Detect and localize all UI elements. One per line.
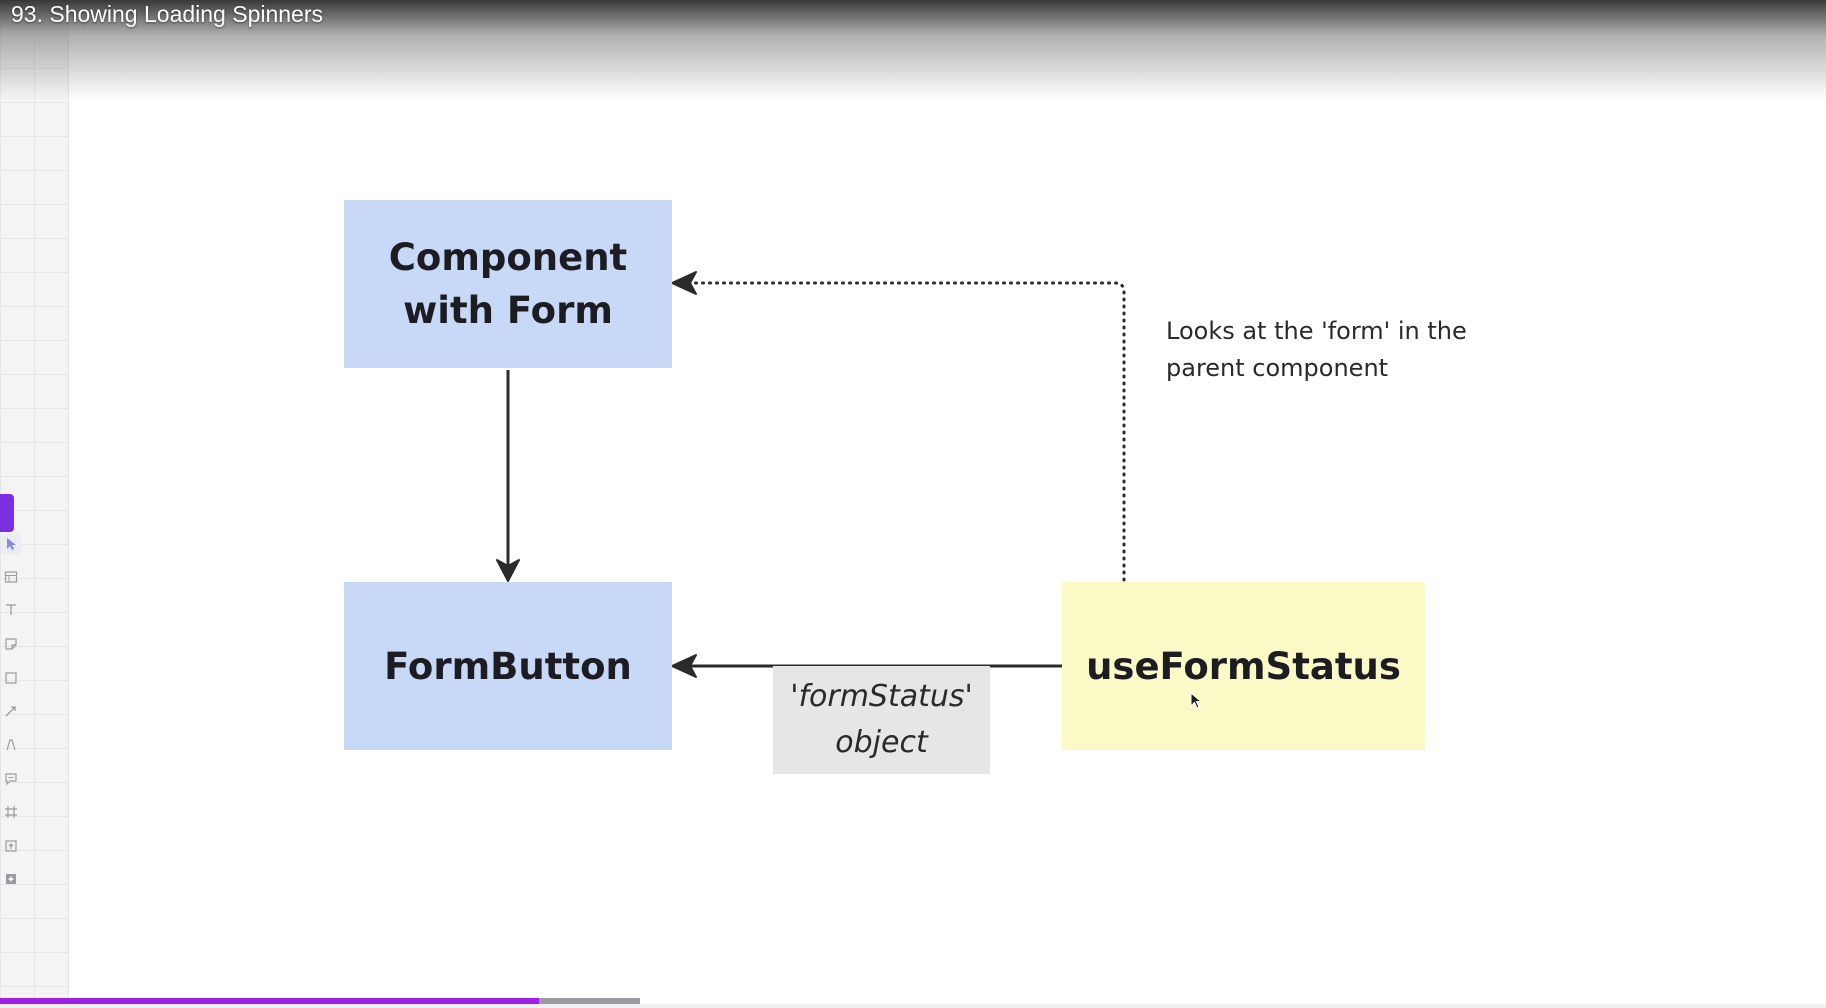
form-status-object-label[interactable]: 'formStatus' object [773, 666, 990, 774]
upload-icon[interactable] [1, 836, 21, 856]
cursor-icon[interactable] [1, 534, 21, 554]
component-node-line1: Component [388, 236, 628, 279]
use-form-status-node[interactable]: useFormStatus [1062, 582, 1425, 750]
formbutton-node-label: FormButton [384, 644, 632, 688]
video-title: 93. Showing Loading Spinners [11, 1, 324, 27]
comment-icon[interactable] [1, 769, 21, 789]
collapse-toolbar-button[interactable] [0, 494, 14, 532]
more-icon[interactable] [1, 869, 21, 889]
annotation-note[interactable]: Looks at the 'form' in the parent compon… [1166, 317, 1467, 382]
video-title-overlay: 93. Showing Loading Spinners [0, 0, 1826, 100]
mouse-cursor-icon [1190, 692, 1203, 709]
video-progress-fill[interactable] [0, 998, 539, 1004]
bottom-edge [0, 1004, 1826, 1008]
status-label-line2: object [835, 725, 928, 760]
table-icon[interactable] [1, 567, 21, 587]
hook-node-label: useFormStatus [1086, 644, 1401, 688]
dotted-arrowhead [671, 271, 697, 295]
frame-icon[interactable] [1, 802, 21, 822]
dotted-connector [683, 281, 1126, 582]
component-node-line2: with Form [403, 289, 613, 332]
horizontal-arrowhead [671, 654, 697, 678]
shape-icon[interactable] [1, 668, 21, 688]
line-icon[interactable] [1, 701, 21, 721]
formbutton-node[interactable]: FormButton [344, 582, 672, 750]
sticky-note-icon[interactable] [1, 634, 21, 654]
board-toolbar [0, 0, 69, 1008]
component-with-form-node[interactable]: Component with Form [344, 200, 672, 368]
pen-icon[interactable] [1, 735, 21, 755]
status-label-line1: 'formStatus' [790, 679, 973, 714]
text-icon[interactable] [1, 600, 21, 620]
vertical-arrowhead [496, 559, 520, 582]
